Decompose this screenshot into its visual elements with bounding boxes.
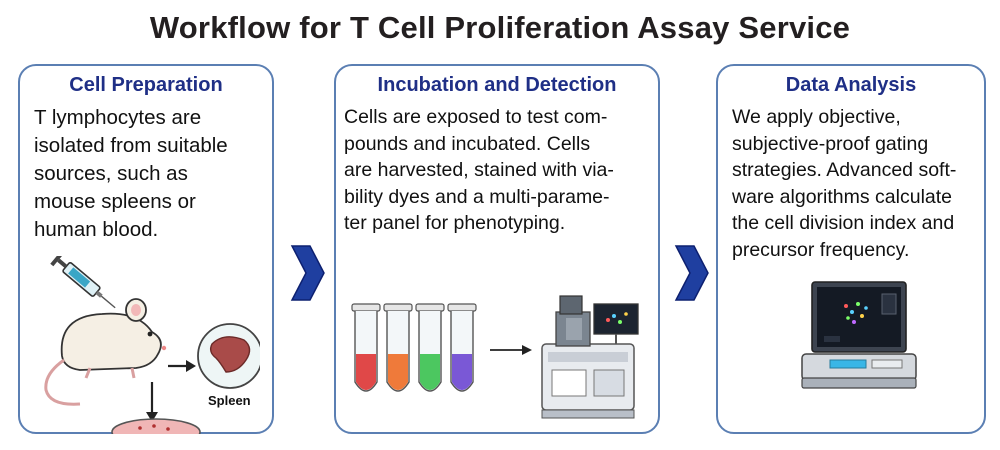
panel-incubation-detection: Incubation and Detection Cells are expos… — [334, 64, 660, 434]
panel-title-cell-preparation: Cell Preparation — [69, 74, 223, 96]
arrow-to-cytometer-icon — [490, 345, 532, 355]
panel-data-analysis: Data Analysis We apply objective, subjec… — [716, 64, 986, 434]
arrow-to-dish-icon — [146, 382, 158, 422]
cell-preparation-illustration: Spleen — [44, 256, 260, 422]
arrow-to-spleen-icon — [168, 360, 196, 372]
panel-text-incubation-detection: Cells are exposed to test com- pounds an… — [344, 106, 614, 234]
mouse-icon — [44, 298, 167, 406]
flow-cytometer-icon — [541, 295, 639, 419]
test-tubes-icon — [351, 303, 477, 392]
panel-title-incubation-detection: Incubation and Detection — [377, 74, 617, 96]
spleen-label: Spleen — [208, 393, 251, 408]
petri-dish-icon — [111, 418, 201, 434]
chevron-right-icon — [674, 245, 709, 301]
panel-text-cell-preparation: T lymphocytes are isolated from suitable… — [34, 106, 228, 241]
spleen-icon — [197, 323, 260, 389]
diagram-title: Workflow for T Cell Proliferation Assay … — [149, 10, 851, 45]
panel-text-data-analysis: We apply objective, subjective-proof gat… — [732, 106, 957, 261]
chevron-right-icon — [290, 245, 325, 301]
panel-cell-preparation: Cell Preparation T lymphocytes are isola… — [18, 64, 274, 434]
incubation-illustration — [351, 295, 639, 419]
analysis-computer-icon — [801, 281, 917, 389]
panel-title-data-analysis: Data Analysis — [785, 74, 917, 96]
syringe-icon — [50, 256, 116, 309]
